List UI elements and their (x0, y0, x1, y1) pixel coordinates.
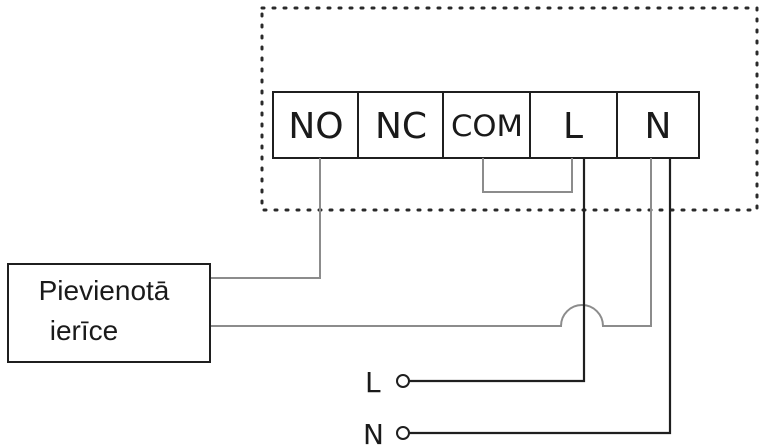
com-l-jumper-wire (482, 158, 573, 193)
supply-terminal-n-circle (396, 426, 410, 440)
connected-device-box (7, 263, 211, 363)
terminal-block-frame (272, 91, 700, 159)
terminal-block: NO NC COM L N (272, 91, 700, 159)
terminal-label-com: COM (451, 109, 523, 143)
connected-device-label-line-2: ierīce (50, 315, 118, 346)
terminal-label-l: L (563, 106, 583, 147)
relay-l-to-supply-wire (409, 158, 586, 383)
supply-label-l: L (365, 366, 381, 399)
terminal-label-nc: NC (375, 106, 427, 147)
connected-device-label-line-1: Pievienotā (39, 275, 170, 306)
supply-terminal-l-circle (396, 374, 410, 388)
terminal-label-n: N (645, 106, 672, 147)
terminal-label-no: NO (288, 106, 343, 147)
relay-module-enclosure (260, 6, 759, 212)
no-to-device-wire (210, 158, 321, 279)
supply-terminal-n: N (363, 418, 410, 448)
supply-label-n: N (363, 418, 384, 448)
supply-terminal-l: L (365, 366, 410, 399)
connected-device: Pievienotā ierīce (7, 263, 211, 363)
relay-n-to-supply-wire (409, 158, 672, 435)
